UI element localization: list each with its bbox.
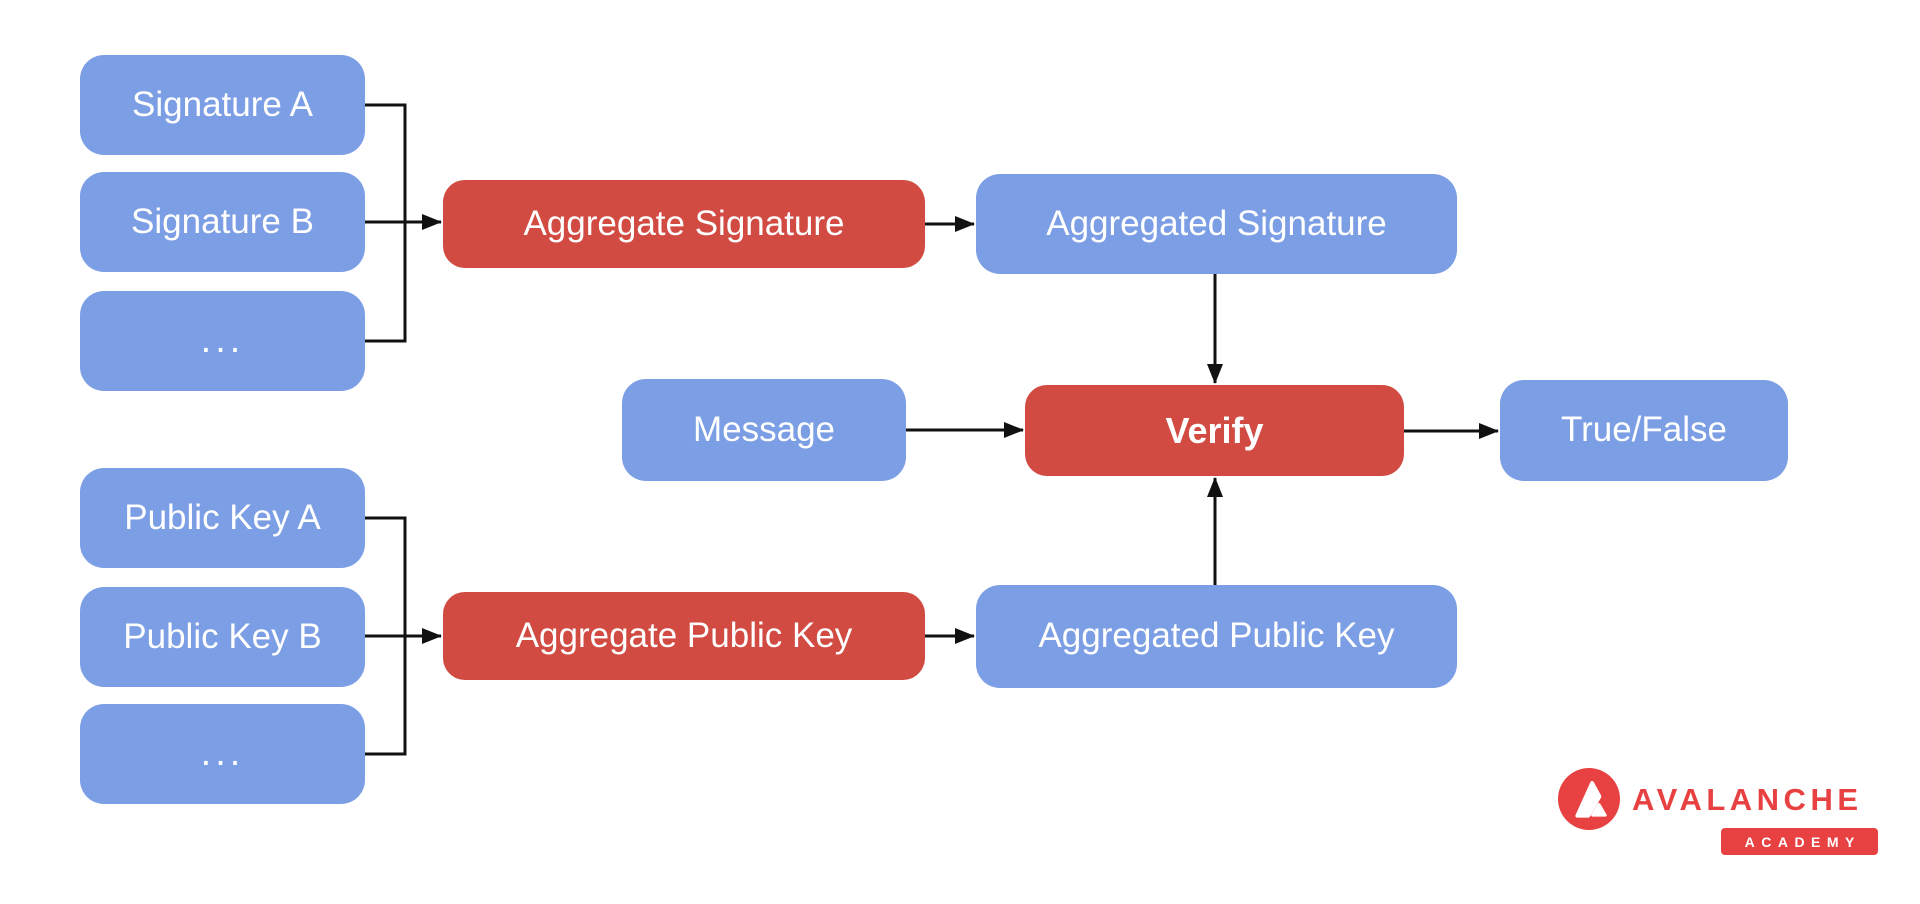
node-label: Aggregate Signature: [523, 203, 845, 243]
node-public-key-b: Public Key B: [80, 587, 365, 687]
node-label: ...: [200, 319, 245, 362]
node-label: Signature B: [131, 201, 314, 241]
academy-badge-label: ACADEMY: [1744, 833, 1861, 850]
brand-logo: AVALANCHE ACADEMY: [1558, 768, 1878, 860]
avalanche-logo-icon: [1558, 768, 1620, 830]
avalanche-wordmark: AVALANCHE: [1632, 782, 1863, 817]
node-label: Public Key A: [124, 497, 321, 537]
node-signature-b: Signature B: [80, 172, 365, 272]
node-aggregate-signature: Aggregate Signature: [443, 180, 925, 268]
academy-badge: ACADEMY: [1721, 828, 1878, 855]
node-aggregated-public-key: Aggregated Public Key: [976, 585, 1457, 688]
node-label: Aggregate Public Key: [515, 615, 853, 655]
node-public-key-ellipsis: ...: [80, 704, 365, 804]
node-label: Message: [692, 409, 836, 449]
node-label: Verify: [1165, 409, 1264, 451]
node-label: Signature A: [132, 84, 313, 124]
node-verify: Verify: [1025, 385, 1404, 476]
node-true-false: True/False: [1500, 380, 1788, 481]
node-message: Message: [622, 379, 906, 481]
node-signature-a: Signature A: [80, 55, 365, 155]
node-label: Aggregated Public Key: [1038, 616, 1395, 656]
node-public-key-a: Public Key A: [80, 468, 365, 568]
node-aggregate-public-key: Aggregate Public Key: [443, 592, 925, 680]
node-label: Aggregated Signature: [1046, 203, 1387, 243]
node-aggregated-signature: Aggregated Signature: [976, 174, 1457, 274]
node-label: True/False: [1561, 410, 1727, 450]
node-signature-ellipsis: ...: [80, 291, 365, 391]
node-label: ...: [200, 732, 245, 775]
node-label: Public Key B: [123, 616, 322, 656]
